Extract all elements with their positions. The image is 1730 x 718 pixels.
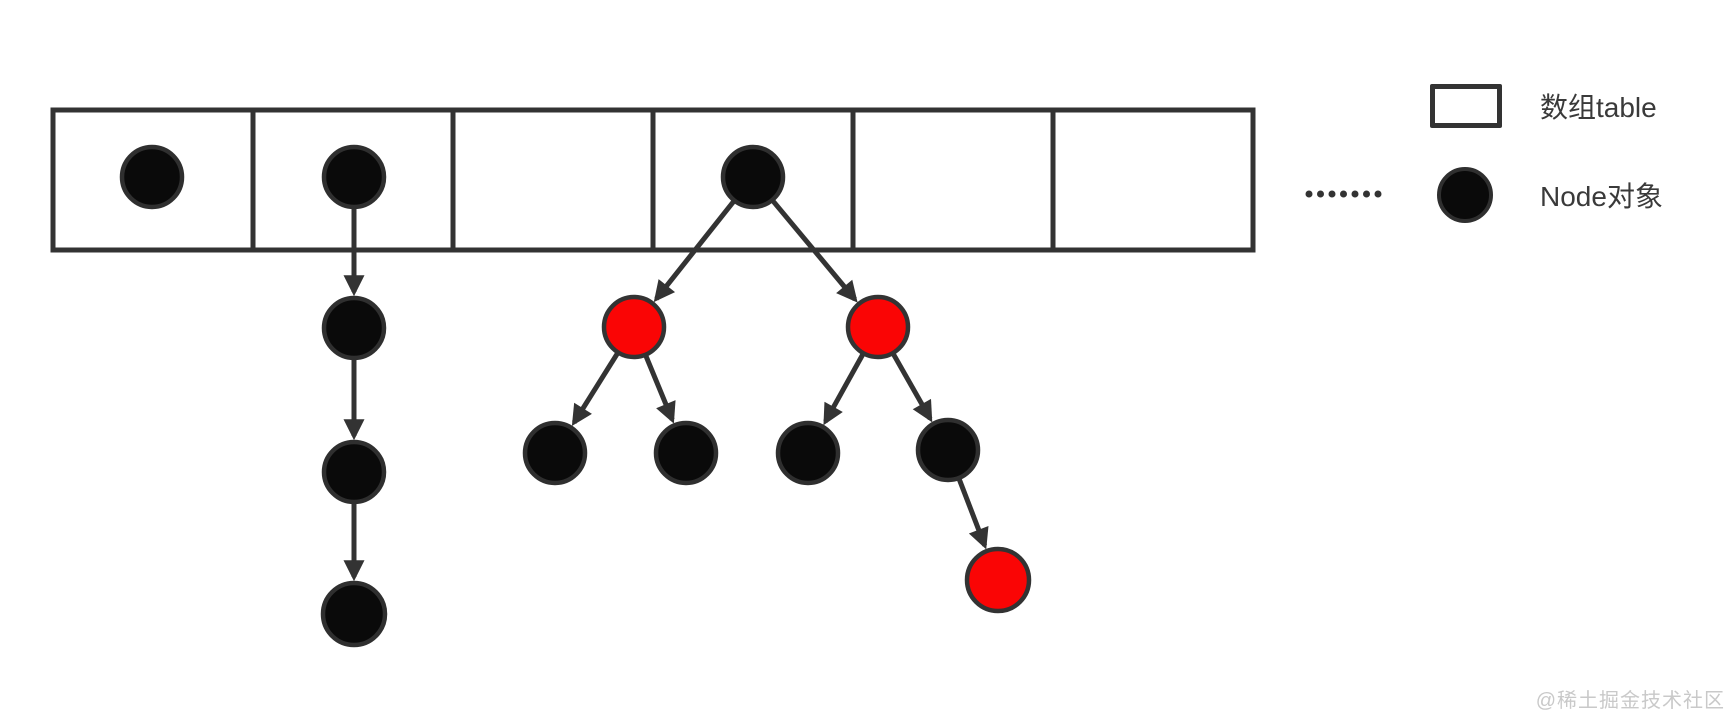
- legend-item-node-object: Node对象: [1437, 167, 1663, 223]
- legend-item-array-table: 数组table: [1430, 84, 1657, 128]
- node-circle-swatch-icon: [1437, 167, 1493, 223]
- edge-arrow-a3-t2: [770, 199, 858, 303]
- edge-arrow-t2-t5: [823, 352, 866, 426]
- edge-arrow-t2-t6: [891, 352, 933, 423]
- node-black: [653, 420, 719, 486]
- node-black: [915, 417, 981, 483]
- ellipsis-dot: [1374, 190, 1382, 198]
- edge-arrow-t1-t4: [643, 354, 676, 424]
- node-black: [119, 144, 185, 210]
- node-black: [320, 580, 388, 648]
- legend-label-array-table: 数组table: [1540, 92, 1657, 123]
- ellipsis-dot: [1351, 190, 1359, 198]
- ellipsis-dot: [1328, 190, 1336, 198]
- array-cell-5: [1050, 107, 1256, 253]
- legend-label-node-object: Node对象: [1540, 181, 1663, 212]
- array-cell-swatch-icon: [1430, 84, 1502, 128]
- node-black: [321, 295, 387, 361]
- edge-arrow-t6-t7: [956, 478, 989, 550]
- node-red: [601, 294, 667, 360]
- watermark: @稀土掘金技术社区: [1535, 690, 1725, 712]
- array-cell-4: [850, 107, 1056, 253]
- node-black: [775, 420, 841, 486]
- ellipsis-dot: [1363, 190, 1370, 198]
- node-red: [845, 294, 911, 360]
- node-black: [321, 439, 387, 505]
- edge-arrow-t1-t3: [571, 351, 620, 427]
- node-red: [964, 546, 1032, 614]
- array-cell-2: [450, 107, 656, 253]
- ellipsis-dot: [1340, 190, 1347, 198]
- ellipsis-dot: [1317, 190, 1324, 198]
- edge-arrow-a3-t1: [653, 199, 736, 303]
- node-black: [321, 144, 387, 210]
- node-black: [522, 420, 588, 486]
- node-black: [720, 144, 786, 210]
- ellipsis-dot: [1305, 190, 1313, 198]
